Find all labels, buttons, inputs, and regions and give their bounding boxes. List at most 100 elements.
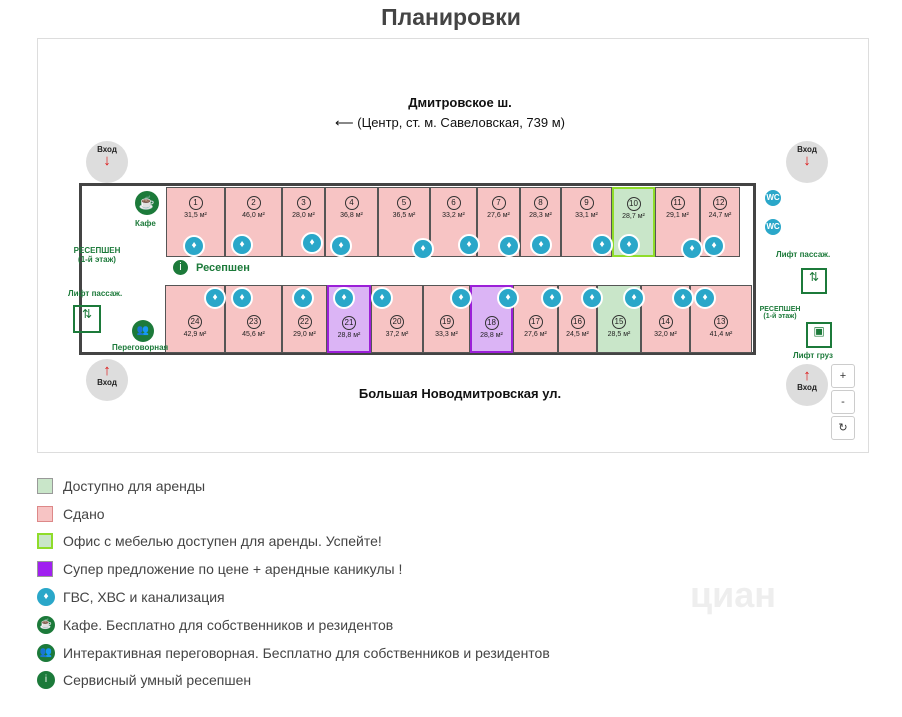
room-area: 46,0 м² (242, 212, 265, 219)
water-drop-icon: ♦ (681, 238, 703, 260)
reception-first-floor-right: РЕСЕПШЕН (1-й этаж) (759, 306, 801, 320)
water-drop-icon: ♦ (694, 287, 716, 309)
legend-item: i Сервисный умный ресепшен (37, 671, 252, 690)
office-room-1[interactable]: 1 31,5 м² (166, 187, 225, 257)
room-area: 28,8 м² (337, 332, 361, 339)
water-drop-icon: ♦ (618, 234, 640, 256)
cargo-lift-icon: ▣ (806, 322, 832, 348)
legend-item: Доступно для аренды (37, 478, 205, 494)
room-number: 14 (658, 315, 673, 329)
room-area: 42,9 м² (183, 331, 207, 338)
lift-passenger-left-label: Лифт пассаж. (68, 289, 123, 298)
room-area: 32,0 м² (654, 331, 677, 338)
room-number: 6 (446, 196, 461, 210)
water-drop-icon: ♦ (183, 235, 205, 257)
legend-item: Офис с мебелью доступен для аренды. Успе… (37, 533, 382, 550)
water-drop-icon: ♦ (450, 287, 472, 309)
cafe-icon: ☕ (135, 191, 159, 215)
room-area: 29,0 м² (293, 331, 316, 338)
zoom-reset-button[interactable]: ↻ (831, 416, 855, 440)
room-area: 28,0 м² (292, 212, 315, 219)
room-number: 2 (246, 196, 261, 210)
legend-item: Супер предложение по цене + арендные кан… (37, 560, 403, 577)
room-number: 1 (188, 196, 203, 210)
info-icon: i (173, 260, 188, 275)
room-area: 36,5 м² (392, 212, 416, 219)
water-drop-icon: ♦ (412, 238, 434, 260)
room-number: 23 (246, 315, 261, 329)
water-drop-icon: ♦ (330, 235, 352, 257)
legend-swatch (37, 560, 53, 577)
legend-label: Сдано (63, 505, 105, 522)
entrance-top-right: Вход↓ (786, 141, 828, 183)
office-room-21[interactable]: 21 28,8 м² (327, 285, 371, 353)
room-number: 21 (342, 316, 356, 330)
lift-cargo-label: Лифт груз (793, 351, 833, 360)
lift-icon: ⇅ (73, 305, 101, 333)
water-drop-icon: ♦ (458, 234, 480, 256)
room-number: 12 (713, 196, 727, 210)
water-drop-icon: ♦ (292, 287, 314, 309)
zoom-out-button[interactable]: - (831, 390, 855, 414)
entrance-bottom-right: ↑Вход (786, 364, 828, 406)
room-area: 27,6 м² (524, 331, 547, 338)
water-drop-icon: ♦ (231, 234, 253, 256)
room-number: 9 (579, 196, 594, 210)
room-area: 29,1 м² (666, 212, 689, 219)
cafe-label: Кафе (135, 219, 156, 228)
room-number: 13 (714, 315, 728, 329)
watermark: циан (690, 574, 777, 615)
floor-plan[interactable] (37, 38, 869, 453)
wc-icon: WC (763, 188, 783, 208)
room-number: 17 (528, 315, 543, 329)
water-drop-icon: ♦ (703, 235, 725, 257)
room-number: 4 (344, 196, 359, 210)
legend-label: Сервисный умный ресепшен (63, 672, 252, 689)
water-drop-icon: ♦ (371, 287, 393, 309)
room-area: 27,6 м² (487, 212, 510, 219)
legend-item: 👥Интерактивная переговорная. Бесплатно д… (37, 643, 550, 662)
legend-label: Супер предложение по цене + арендные кан… (63, 560, 403, 577)
room-number: 7 (491, 196, 506, 210)
room-number: 15 (612, 315, 626, 329)
room-number: 3 (296, 196, 311, 210)
reception-label: Ресепшен (196, 262, 250, 274)
water-drop-icon: ♦ (231, 287, 253, 309)
lift-icon: ⇅ (801, 268, 827, 294)
room-area: 31,5 м² (184, 212, 207, 219)
room-area: 41,4 м² (709, 331, 733, 338)
street-bottom: Большая Новодмитровская ул. (358, 386, 562, 401)
room-number: 22 (297, 315, 312, 329)
legend-label: Кафе. Бесплатно для собственников и рези… (63, 617, 394, 633)
legend-item: Сдано (37, 505, 105, 522)
room-area: 45,6 м² (242, 331, 265, 338)
room-number: 5 (397, 196, 411, 210)
room-area: 28,7 м² (622, 213, 645, 220)
meeting-label: Переговорная (112, 343, 169, 352)
info-icon: i (37, 671, 55, 690)
water-drop-icon: ♦ (497, 287, 519, 309)
room-area: 24,7 м² (708, 212, 732, 219)
room-area: 33,2 м² (442, 212, 465, 219)
room-number: 20 (390, 315, 404, 329)
room-number: 16 (570, 315, 585, 329)
water-drop-icon: ♦ (333, 287, 355, 309)
room-number: 18 (484, 316, 499, 330)
water-drop-icon: ♦ (581, 287, 603, 309)
room-area: 28,8 м² (480, 332, 503, 339)
room-number: 24 (188, 315, 202, 329)
legend-label: Офис с мебелью доступен для аренды. Успе… (63, 533, 382, 550)
legend-label: Доступно для аренды (63, 478, 206, 494)
water-drop-icon: ♦ (204, 287, 226, 309)
page-title: Планировки (381, 4, 521, 30)
reception-first-floor-left: РЕСЕПШЕН (1-й этаж) (73, 246, 121, 264)
legend-item: ♦ГВС, ХВС и канализация (37, 588, 225, 607)
water-drop-icon: ♦ (541, 287, 563, 309)
zoom-in-button[interactable]: + (831, 364, 855, 388)
room-number: 11 (670, 196, 685, 210)
room-number: 10 (626, 197, 641, 211)
water-drop-icon: ♦ (623, 287, 645, 309)
legend-swatch (37, 533, 53, 550)
room-area: 37,2 м² (385, 331, 409, 338)
